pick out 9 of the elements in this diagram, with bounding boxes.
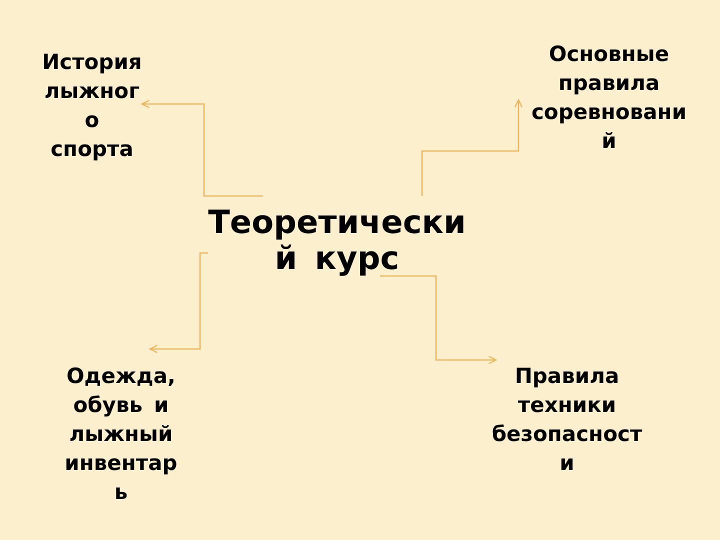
arrow [141,100,263,197]
subtopic-label: История лыжног о спорта [42,48,142,164]
central-topic: Теоретически й курс [208,196,466,276]
subtopic-label: Основные правила соревновани й [518,40,687,156]
subtopic-label: Правила техники безопасност и [492,360,642,478]
subtopic-label: Одежда, обувь и лыжный инвентар ь [64,349,178,507]
arrow [149,252,208,354]
arrow [380,275,497,364]
arrow [421,99,523,196]
